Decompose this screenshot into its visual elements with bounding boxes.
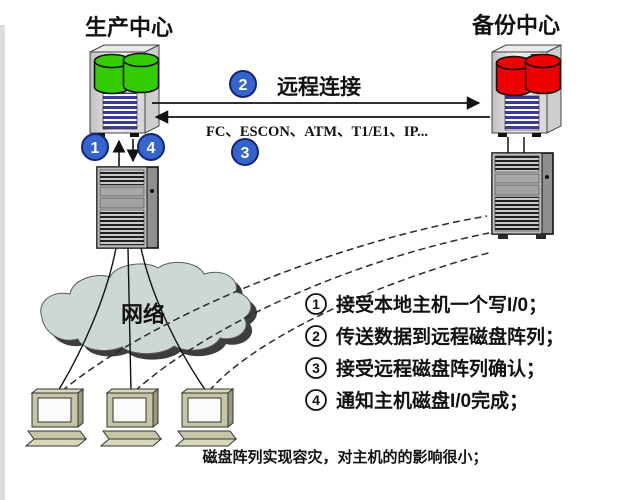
local-io-arrows bbox=[112, 139, 140, 166]
production-center-title: 生产中心 bbox=[85, 15, 173, 40]
monitor-screen bbox=[37, 397, 72, 423]
workstation-3 bbox=[174, 387, 238, 447]
step-legend: 1 接受本地主机一个写I/0； 2 传送数据到远程磁盘阵列； 3 接受远程磁盘阵… bbox=[305, 293, 564, 412]
monitor-top bbox=[105, 388, 160, 394]
step-text: 通知主机磁盘I/0完成； bbox=[336, 389, 528, 412]
lan-line-3 bbox=[140, 247, 207, 392]
keyboard-lip bbox=[24, 438, 88, 447]
network-cloud bbox=[40, 261, 257, 360]
server-vents bbox=[494, 196, 540, 232]
monitor-side bbox=[77, 387, 84, 429]
step-item-2: 2 传送数据到远程磁盘阵列； bbox=[305, 325, 564, 348]
backup-server bbox=[491, 137, 554, 239]
production-server bbox=[96, 166, 159, 249]
wan-dashed-line-3 bbox=[208, 251, 493, 392]
step-number: 2 bbox=[312, 328, 320, 344]
step-number-circle bbox=[305, 293, 327, 315]
remote-link-label: 远程连接 bbox=[277, 75, 361, 99]
keyboard-icon bbox=[177, 430, 237, 440]
wan-dashed-line-2 bbox=[134, 232, 490, 392]
server-drive-bay bbox=[99, 186, 145, 197]
workstations bbox=[24, 387, 238, 447]
step-number: 1 bbox=[312, 296, 320, 312]
protocols-label: FC、ESCON、ATM、T1/E1、IP... bbox=[206, 124, 428, 140]
disk-slot-vents bbox=[102, 92, 138, 130]
diagram-caption: 磁盘阵列实现容灾，对主机的的影响很小； bbox=[202, 448, 487, 466]
step-number: 3 bbox=[312, 360, 320, 376]
step-item-1: 1 接受本地主机一个写I/0； bbox=[305, 293, 547, 316]
disk-cylinder-icon bbox=[524, 61, 562, 95]
remote-link-arrows bbox=[152, 96, 490, 124]
step-number: 4 bbox=[312, 392, 320, 408]
power-button bbox=[545, 175, 549, 179]
backup-storage-array bbox=[491, 44, 562, 137]
step-text: 传送数据到远程磁盘阵列； bbox=[335, 325, 564, 348]
network-label: 网络 bbox=[121, 302, 165, 327]
server-vents bbox=[494, 155, 540, 173]
server-vents bbox=[99, 209, 145, 246]
step-text: 接受远程磁盘阵列确认； bbox=[336, 357, 545, 380]
disk-cylinder-top bbox=[524, 53, 562, 69]
left-edge-strip bbox=[0, 25, 5, 500]
badge-2-number: 2 bbox=[239, 77, 248, 94]
tower-foot bbox=[532, 133, 541, 137]
monitor-screen bbox=[187, 397, 222, 423]
server-foot bbox=[498, 234, 508, 239]
server-foot bbox=[536, 234, 546, 239]
workstation-2 bbox=[99, 387, 163, 447]
badge-1: 1 bbox=[81, 133, 109, 161]
lan-line-2 bbox=[127, 247, 132, 392]
badge-1-number: 1 bbox=[91, 140, 100, 157]
green-disk-cylinders bbox=[93, 52, 160, 95]
red-disk-cylinders bbox=[495, 53, 562, 97]
tower-foot bbox=[130, 133, 139, 137]
cloud-shape bbox=[40, 261, 252, 355]
workstation-1 bbox=[24, 387, 88, 447]
production-storage-array bbox=[89, 44, 160, 137]
step-text: 接受本地主机一个写I/0； bbox=[336, 293, 547, 316]
server-vents bbox=[99, 169, 145, 186]
wan-dashed-lines bbox=[61, 215, 493, 392]
wan-dashed-line-1 bbox=[61, 215, 488, 392]
step-item-4: 4 通知主机磁盘I/0完成； bbox=[305, 389, 528, 412]
badge-2: 2 bbox=[229, 70, 257, 98]
disk-slot-vents bbox=[504, 95, 540, 131]
keyboard-lip bbox=[99, 438, 163, 447]
badge-3-number: 3 bbox=[241, 145, 250, 162]
step-number-circle bbox=[305, 357, 327, 379]
monitor-side bbox=[227, 387, 234, 429]
disk-cylinder-icon bbox=[122, 60, 160, 94]
badge-3: 3 bbox=[231, 138, 259, 166]
disk-cylinder-top bbox=[122, 52, 160, 68]
step-item-3: 3 接受远程磁盘阵列确认； bbox=[305, 357, 545, 380]
badge-4-number: 4 bbox=[147, 140, 156, 157]
lan-lines bbox=[57, 247, 207, 392]
tower-foot bbox=[498, 133, 507, 137]
monitor-side bbox=[152, 387, 159, 429]
keyboard-icon bbox=[102, 430, 162, 440]
server-drive-bay bbox=[99, 197, 145, 209]
step-number-circle bbox=[305, 389, 327, 411]
backup-center-title: 备份中心 bbox=[471, 13, 560, 38]
monitor-screen bbox=[112, 397, 147, 423]
server-drive-bay bbox=[494, 184, 540, 196]
lan-line-1 bbox=[57, 247, 117, 392]
step-number-circle bbox=[305, 325, 327, 347]
step-badges: 1 4 2 3 bbox=[81, 70, 259, 166]
keyboard-icon bbox=[27, 430, 87, 440]
server-drive-bay bbox=[494, 173, 540, 184]
power-button bbox=[150, 189, 154, 193]
keyboard-lip bbox=[174, 438, 238, 447]
badge-4: 4 bbox=[137, 133, 165, 161]
monitor-top bbox=[30, 388, 85, 394]
monitor-top bbox=[180, 388, 235, 394]
